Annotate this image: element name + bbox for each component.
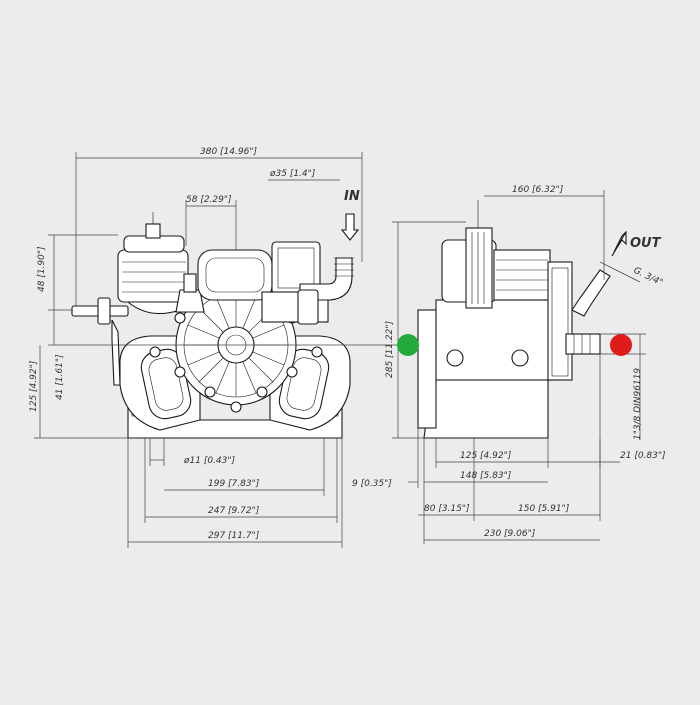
dim-total-depth: 230 [9.06"] [484,529,536,539]
dim-total-width: 297 [11.7"] [208,531,260,541]
label-in: IN [344,189,360,204]
dim-mid-height: 41 [1.61"] [55,354,65,400]
front-view [34,152,400,548]
label-thread-side: 1"3/8 DIN96119 [633,368,643,440]
dim-right-part: 150 [5.91"] [518,504,570,514]
dim-base-width: 247 [9.72"] [208,506,260,516]
dim-top-width: 160 [6.32"] [512,185,564,195]
label-thread-out: G. 3/4" [632,266,665,289]
dim-base-outer: 148 [5.83"] [460,471,512,481]
dim-upper-height: 48 [1.90"] [37,246,47,292]
inlet-marker [397,334,419,356]
dim-hole-dia: ø11 [0.43"] [183,456,236,466]
dim-right-offset: 21 [0.83"] [620,451,666,461]
dim-inlet-offset: 58 [2.29"] [186,195,232,205]
outlet-marker [610,334,632,356]
dim-inlet-dia: ø35 [1.4"] [269,169,316,179]
dim-base-inner: 125 [4.92"] [460,451,512,461]
dim-lower-height: 125 [4.92"] [29,360,39,412]
dim-left-part: 80 [3.15"] [424,504,470,514]
dim-hole-spacing: 199 [7.83"] [208,479,260,489]
dim-height: 285 [11.22"] [385,321,395,378]
dim-overall-width: 380 [14.96"] [200,147,257,157]
label-out: OUT [630,236,662,251]
side-view [392,190,646,544]
dim-flange: 9 [0.35"] [352,479,392,489]
